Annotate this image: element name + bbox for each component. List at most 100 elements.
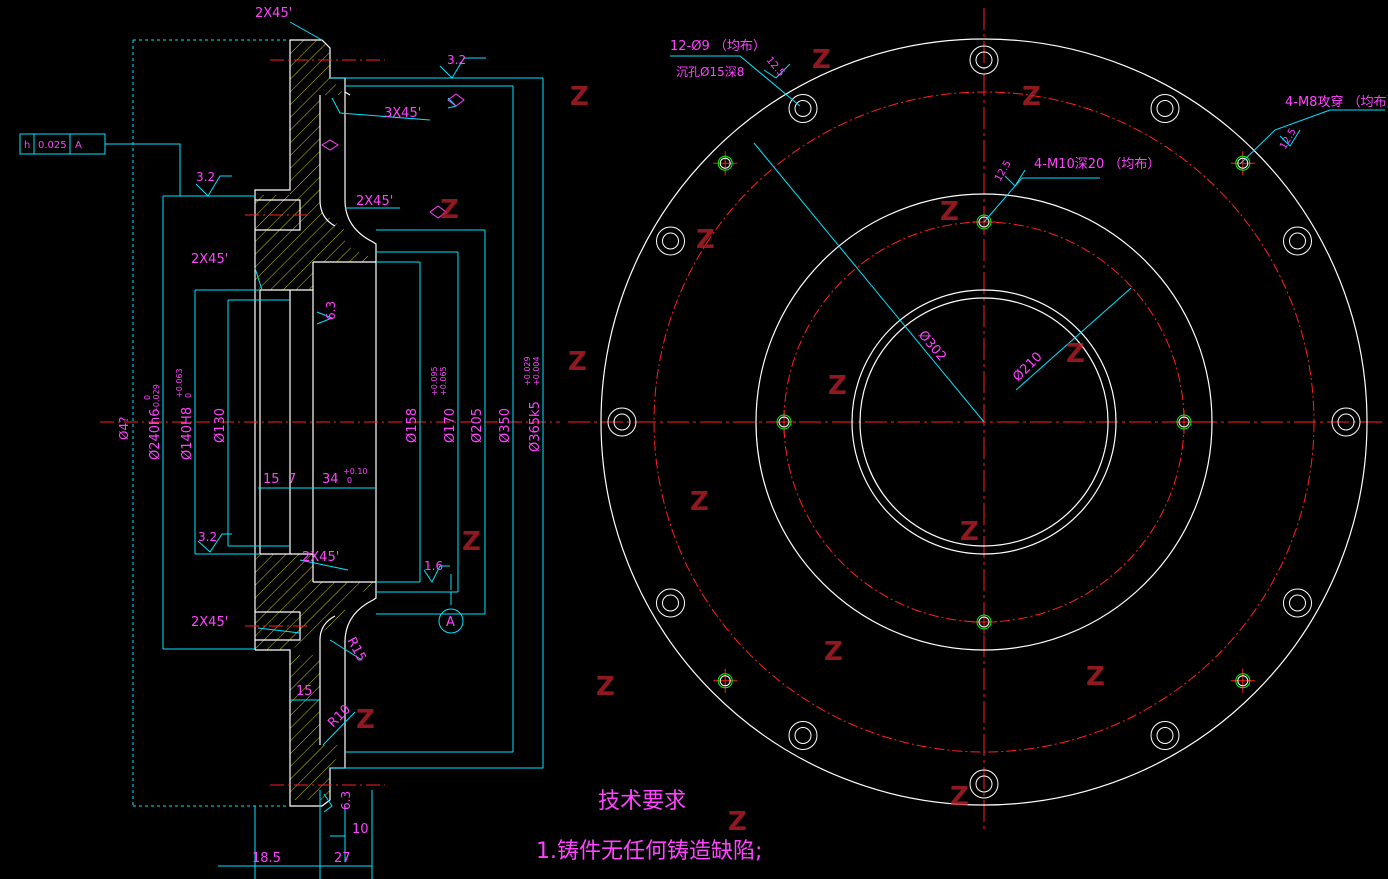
watermark-glyph: Z	[828, 371, 847, 401]
plan-dimension-lines	[670, 55, 1385, 423]
chamfer-mid-label: 2X45'	[356, 194, 393, 209]
r10-label: R10	[325, 702, 354, 731]
bolt-hole	[607, 407, 637, 437]
bore-inner-circle	[859, 297, 1109, 547]
watermark-glyph: Z	[960, 517, 979, 547]
d205-label: Ø205	[470, 408, 485, 443]
chamfer-left-label: 2X45'	[191, 252, 228, 267]
svg-text:h: h	[24, 140, 30, 151]
d240-label: Ø240h6	[148, 408, 163, 460]
dim-10-label: 10	[352, 822, 369, 837]
section-view[interactable]: A h 0.025 A 2X45' 3X45' 2X45' 2X45' 2X45…	[19, 6, 560, 879]
roughness-16-label: 1.6	[424, 559, 443, 573]
tapped-hole	[713, 151, 738, 176]
geometric-marks	[321, 93, 465, 219]
dim-34-label: 34	[322, 472, 339, 487]
roughness-63b-label: 6.3	[339, 791, 353, 810]
watermark-glyph: Z	[1022, 82, 1041, 112]
bolt-hole	[969, 769, 999, 799]
watermark-glyph: Z	[462, 527, 481, 557]
d170-label: Ø170	[443, 408, 458, 443]
tapped-hole	[772, 410, 796, 434]
dim-15-label: 15	[263, 472, 280, 487]
section-dimension-lines	[105, 21, 544, 879]
svg-text:+0.065: +0.065	[439, 366, 448, 396]
svg-text:0: 0	[143, 395, 152, 400]
svg-text:+0.029: +0.029	[523, 356, 532, 386]
svg-text:+0.063: +0.063	[175, 368, 184, 398]
svg-text:A: A	[446, 615, 455, 630]
chamfer-top-label: 2X45'	[255, 6, 292, 21]
bolt-hole	[969, 45, 999, 75]
tapped-hole	[1172, 410, 1196, 434]
d130-label: Ø130	[213, 408, 228, 443]
d350-label: Ø350	[498, 408, 513, 443]
bore-outer-circle	[851, 289, 1117, 555]
watermark-glyph: Z	[1066, 339, 1085, 369]
far-left-dim-label: Ø4?	[117, 417, 131, 440]
r15-label: R15	[343, 635, 368, 665]
dim-18-5-label: 18.5	[252, 851, 281, 866]
roughness-inner-label: 3.2	[198, 530, 217, 544]
watermark-glyph: Z	[824, 637, 843, 667]
dim-34-tol-bottom: 0	[347, 476, 352, 485]
watermark-glyph: Z	[596, 672, 615, 702]
holes-12-label: 12-Ø9 （均布）	[670, 39, 766, 54]
bolt-hole	[655, 588, 685, 618]
bolt-hole	[655, 226, 685, 256]
d158-label: Ø158	[405, 408, 420, 443]
watermark-glyph: Z	[1086, 662, 1105, 692]
watermark-glyph: Z	[950, 782, 969, 812]
datum-A: A	[438, 608, 464, 634]
watermark-glyph: Z	[440, 195, 459, 225]
tapped-hole	[1230, 668, 1255, 693]
tapped-hole	[1230, 151, 1255, 176]
svg-text:-0.029: -0.029	[152, 384, 161, 410]
bolt-hole	[1283, 588, 1313, 618]
tapped-hole	[713, 668, 738, 693]
section-centerlines	[100, 59, 560, 786]
watermark-glyph: Z	[568, 347, 587, 377]
watermark-glyph: Z	[812, 45, 831, 75]
m10-label: 4-M10深20 （均布）	[1034, 157, 1160, 172]
d140-label: Ø140H8	[180, 407, 195, 460]
bolt-hole	[788, 93, 818, 123]
bolt-hole	[1150, 721, 1180, 751]
svg-text:12.5: 12.5	[764, 55, 787, 79]
bolt-hole	[1283, 226, 1313, 256]
svg-text:+0.004: +0.004	[532, 356, 541, 386]
m8-label: 4-M8攻穿 （均布）	[1285, 94, 1388, 110]
watermark-glyph: Z	[690, 487, 709, 517]
svg-text:12.5: 12.5	[1278, 127, 1299, 152]
bolt-hole	[1331, 407, 1361, 437]
tapped-hole	[972, 610, 996, 634]
roughness-left-label: 3.2	[196, 170, 215, 184]
section-labels: 2X45' 3X45' 2X45' 2X45' 2X45' 2X45' 3.2 …	[117, 6, 543, 866]
plan-centerlines	[568, 8, 1385, 830]
notes-item-1: 1.铸件无任何铸造缺陷;	[536, 839, 762, 864]
bolt-hole	[788, 721, 818, 751]
watermark-glyph: Z	[728, 807, 747, 837]
counterbore-label: 沉孔Ø15深8	[676, 65, 744, 79]
plan-view[interactable]: 12-Ø9 （均布） 沉孔Ø15深8 12.5 4-M8攻穿 （均布） 12.5…	[568, 8, 1388, 830]
technical-requirements: 技术要求 1.铸件无任何铸造缺陷;	[536, 789, 762, 864]
d365-label: Ø365k5	[528, 401, 543, 452]
svg-text:0.025: 0.025	[38, 140, 67, 151]
dim-7-label: 7	[288, 472, 296, 487]
bolt-hole	[1150, 93, 1180, 123]
watermark-glyph: Z	[570, 82, 589, 112]
svg-text:12.5: 12.5	[993, 159, 1014, 184]
bolt-holes	[607, 45, 1361, 799]
dim-34-tol-top: +0.10	[343, 467, 368, 476]
dim-27-label: 27	[334, 851, 351, 866]
svg-text:0: 0	[184, 393, 193, 398]
hatched-section	[255, 40, 376, 800]
svg-text:A: A	[75, 140, 82, 151]
dim-15b-label: 15	[296, 684, 313, 699]
notes-title: 技术要求	[598, 789, 686, 814]
watermark-glyph: Z	[696, 225, 715, 255]
plan-outlines	[600, 38, 1368, 806]
roughness-top-label: 3.2	[447, 53, 466, 67]
